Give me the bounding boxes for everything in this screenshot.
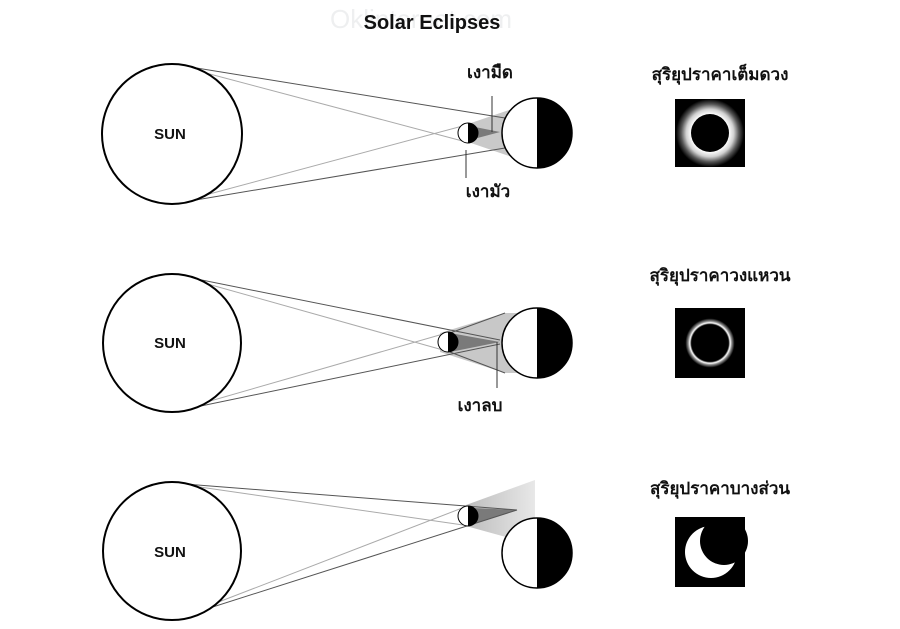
panel-partial-eclipse: SUN สุริยุปราคาบางส่วน: [102, 479, 790, 621]
light-ray: [171, 509, 518, 621]
moon-dark-side: [448, 332, 458, 352]
light-ray: [171, 147, 506, 205]
light-ray: [171, 123, 471, 205]
moon-dark-side: [468, 506, 478, 526]
moon-shadow-disk: [700, 517, 748, 565]
light-ray: [171, 504, 471, 621]
sun-label: SUN: [154, 126, 186, 143]
eclipse-caption: สุริยุปราคาบางส่วน: [650, 479, 790, 499]
umbra-label: เงามืด: [467, 62, 513, 83]
panel-annular-eclipse: SUN เงาลบ สุริยุปราคาวงแหวน: [102, 266, 791, 416]
light-ray: [171, 63, 471, 144]
diagram-title: Solar Eclipses: [364, 12, 501, 34]
light-ray: [171, 482, 471, 527]
earth-night-side: [537, 308, 572, 378]
earth-night-side: [537, 518, 572, 588]
antumbra-label: เงาลบ: [458, 396, 503, 416]
sun-body: [101, 63, 243, 205]
sun-body: [102, 273, 242, 413]
panel-total-eclipse: SUN เงามืด เงามัว สุริยุปราคาเต็มดวง: [101, 62, 789, 205]
light-ray: [171, 482, 518, 511]
light-ray: [171, 63, 506, 119]
penumbra-label: เงามัว: [466, 182, 510, 202]
sun-body: [102, 481, 242, 621]
light-ray: [171, 273, 451, 353]
light-ray: [171, 343, 501, 413]
annular-ring: [682, 315, 738, 371]
umbra-region: [450, 333, 500, 352]
eclipsed-sun-disk: [691, 114, 729, 152]
eclipse-caption: สุริยุปราคาเต็มดวง: [652, 62, 789, 85]
eclipse-caption: สุริยุปราคาวงแหวน: [649, 266, 790, 286]
moon-dark-side: [468, 123, 478, 143]
umbra-region: [472, 508, 517, 524]
sun-label: SUN: [154, 335, 186, 352]
light-ray: [171, 331, 451, 413]
light-ray: [449, 351, 506, 374]
watermark-text: Oklinternet.com: [330, 4, 512, 34]
light-ray: [449, 312, 506, 334]
earth-night-side: [537, 98, 572, 168]
light-ray: [171, 273, 501, 341]
sun-label: SUN: [154, 544, 186, 561]
